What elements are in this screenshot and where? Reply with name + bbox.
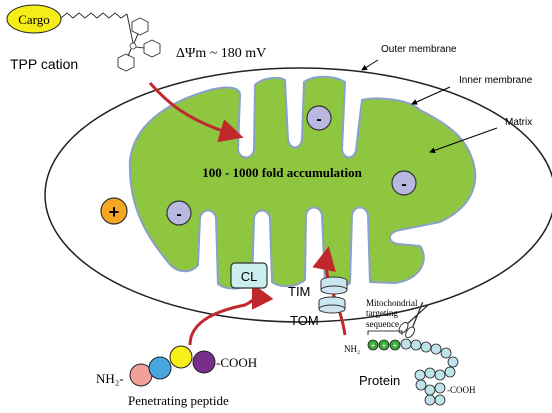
cargo-label: Cargo [18,12,50,27]
peptide-nh2-label: NH₂- [96,371,124,386]
outer-membrane-pointer [361,59,379,71]
cl-box [230,262,268,289]
positive-charge: + [100,197,128,225]
negative-charge-sign: - [401,176,406,193]
matrix-label: Matrix [505,117,532,128]
peptide-entry-arrow [188,282,274,346]
mts-bracket [367,330,403,335]
tom-complex [318,296,346,314]
negative-charge-sign: - [316,111,321,128]
tim-label: TIM [288,284,310,299]
phosphonium-center [129,42,137,50]
outer-membrane-label: Outer membrane [381,44,457,55]
mts-label-line3: sequence [366,319,399,329]
scissors-icon [398,301,429,339]
alkyl-chain [60,12,128,19]
negative-charge: - [166,200,192,226]
mts-beads: + + + [367,339,401,351]
negative-charge: - [306,105,332,131]
membrane-potential-label: ΔΨm ~ 180 mV [176,46,266,61]
protein-cooh-label: -COOH [447,385,476,395]
tpp-molecule [6,4,161,72]
protein-beads [400,338,459,406]
protein-label: Protein [359,373,400,388]
mts-bead-sign: + [371,341,376,350]
tim-complex [320,276,348,295]
mts-label-line1: Mitochondrial [366,298,418,308]
peptide-cooh-label: -COOH [216,355,257,370]
tpp-cation-label: TPP cation [10,56,78,72]
inner-membrane-pointer [411,86,451,105]
cl-label: CL [241,269,258,284]
positive-charge-sign: + [109,202,120,222]
phenyl-ring-top [131,17,149,36]
mts-bead-sign: + [382,341,387,350]
tpp-entry-arrow [148,82,244,143]
mts-label-line2: targeting [366,308,398,318]
matrix-pointer [429,127,498,154]
protein-nh2-label: NH₂ [344,344,360,354]
mts-bead-sign: + [393,341,398,350]
penetrating-peptide-label: Penetrating peptide [128,393,229,408]
phenyl-ring-right [143,39,161,58]
accumulation-label: 100 - 1000 fold accumulation [202,165,362,180]
negative-charge-sign: - [176,206,181,223]
negative-charge: - [391,170,417,196]
phenyl-ring-bottom [117,53,135,72]
tom-label: TOM [290,313,319,328]
peptide-beads [129,345,216,387]
cargo-ellipse [6,4,62,34]
inner-membrane-label: Inner membrane [459,75,533,86]
